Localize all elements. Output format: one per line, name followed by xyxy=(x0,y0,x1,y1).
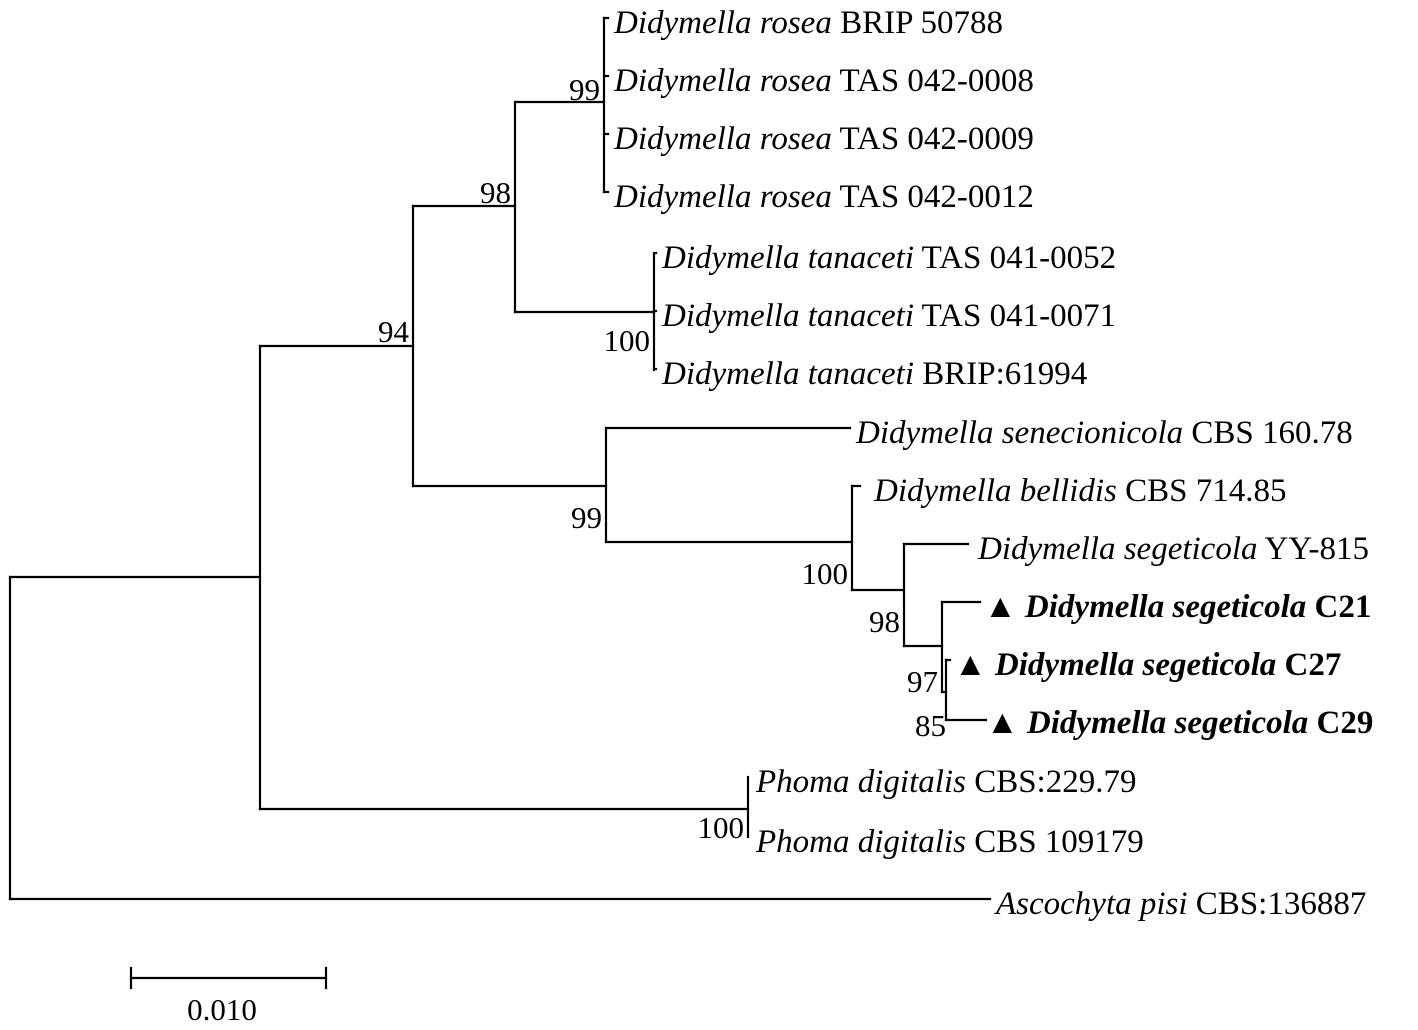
strain-id: C29 xyxy=(1308,705,1373,741)
taxon-label: Didymella bellidis CBS 714.85 xyxy=(873,473,1287,509)
bootstrap-value: 98 xyxy=(480,175,511,210)
taxon-label: Didymella senecionicola CBS 160.78 xyxy=(855,415,1353,451)
strain-id: TAS 042-0009 xyxy=(832,121,1034,157)
taxon-label: Ascochyta pisi CBS:136887 xyxy=(994,886,1366,922)
bootstrap-value: 100 xyxy=(802,556,849,591)
strain-id: BRIP:61994 xyxy=(914,356,1087,392)
taxon-label: Didymella tanaceti BRIP:61994 xyxy=(661,356,1087,392)
taxon-name: Didymella rosea xyxy=(613,5,832,41)
taxon-name: Phoma digitalis xyxy=(755,764,966,800)
taxon-name: Didymella tanaceti xyxy=(661,240,914,276)
strain-id: C21 xyxy=(1306,589,1371,625)
highlight-triangle-icon: ▲ xyxy=(984,589,1025,625)
bootstrap-value: 99 xyxy=(569,72,600,107)
taxon-name: Didymella segeticola xyxy=(977,531,1258,567)
tree-branches xyxy=(8,16,992,990)
strain-id: CBS 714.85 xyxy=(1117,473,1287,509)
strain-id: TAS 041-0052 xyxy=(914,240,1116,276)
taxon-label: Didymella tanaceti TAS 041-0071 xyxy=(661,298,1116,334)
taxon-label: Didymella tanaceti TAS 041-0052 xyxy=(661,240,1116,276)
strain-id: TAS 042-0008 xyxy=(832,63,1034,99)
taxon-name: Didymella rosea xyxy=(613,63,832,99)
bootstrap-value: 97 xyxy=(907,664,938,699)
strain-id: TAS 041-0071 xyxy=(914,298,1116,334)
strain-id: CBS:136887 xyxy=(1188,886,1367,922)
taxon-name: Didymella rosea xyxy=(613,179,832,215)
taxon-label: ▲ Didymella segeticola C29 xyxy=(986,705,1373,741)
strain-id: TAS 042-0012 xyxy=(832,179,1034,215)
highlight-triangle-icon: ▲ xyxy=(986,705,1027,741)
taxon-name: Didymella rosea xyxy=(613,121,832,157)
strain-id: BRIP 50788 xyxy=(832,5,1003,41)
taxon-label: Didymella segeticola YY-815 xyxy=(977,531,1369,567)
taxon-label: Didymella rosea TAS 042-0009 xyxy=(613,121,1034,157)
taxon-name: Didymella bellidis xyxy=(873,473,1117,509)
taxon-label: Didymella rosea TAS 042-0012 xyxy=(613,179,1034,215)
bootstrap-value: 94 xyxy=(378,314,410,349)
taxon-name: Didymella segeticola xyxy=(1024,589,1306,625)
strain-id: C27 xyxy=(1276,647,1341,683)
taxon-label: ▲ Didymella segeticola C27 xyxy=(954,647,1341,683)
taxon-label: Didymella rosea BRIP 50788 xyxy=(613,5,1003,41)
bootstrap-value: 99 xyxy=(571,500,602,535)
taxon-name: Phoma digitalis xyxy=(755,824,966,860)
highlight-triangle-icon: ▲ xyxy=(954,647,995,683)
bootstrap-value: 98 xyxy=(869,604,900,639)
taxon-name: Didymella senecionicola xyxy=(855,415,1183,451)
strain-id: CBS:229.79 xyxy=(966,764,1137,800)
strain-id: CBS 109179 xyxy=(966,824,1144,860)
bootstrap-value: 85 xyxy=(915,708,946,743)
taxon-label: Phoma digitalis CBS 109179 xyxy=(755,824,1144,860)
taxon-name: Didymella segeticola xyxy=(994,647,1276,683)
bootstrap-value: 100 xyxy=(604,323,651,358)
taxon-name: Didymella segeticola xyxy=(1026,705,1308,741)
taxon-name: Ascochyta pisi xyxy=(994,886,1188,922)
taxon-label: Phoma digitalis CBS:229.79 xyxy=(755,764,1136,800)
scale-bar-label: 0.010 xyxy=(187,992,257,1027)
taxon-label: Didymella rosea TAS 042-0008 xyxy=(613,63,1034,99)
taxon-label: ▲ Didymella segeticola C21 xyxy=(984,589,1371,625)
taxon-name: Didymella tanaceti xyxy=(661,298,914,334)
strain-id: YY-815 xyxy=(1258,531,1370,567)
strain-id: CBS 160.78 xyxy=(1183,415,1353,451)
bootstrap-value: 100 xyxy=(698,810,745,845)
taxon-name: Didymella tanaceti xyxy=(661,356,914,392)
